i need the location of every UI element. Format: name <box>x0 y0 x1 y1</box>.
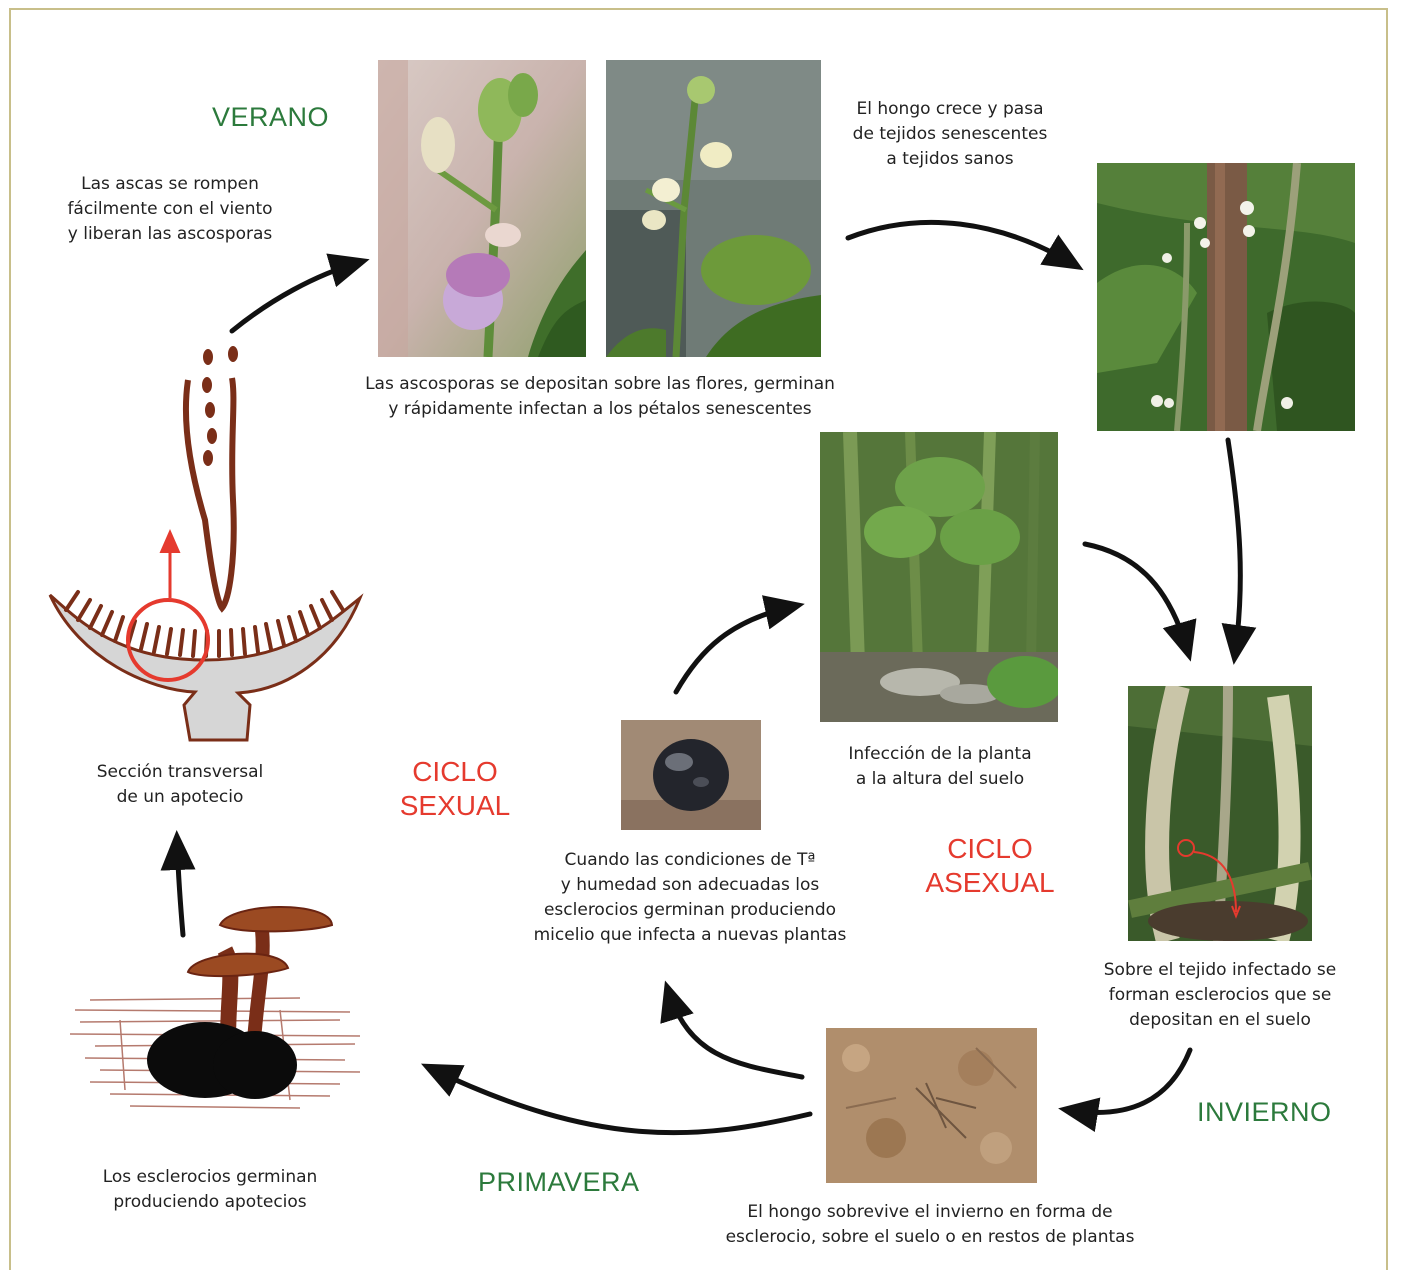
season-spring: PRIMAVERA <box>478 1167 640 1198</box>
caption-sclerotia-germinate-mycelium: Cuando las condiciones de Tª y humedad s… <box>510 848 870 948</box>
caption-overwinter: El hongo sobrevive el invierno en forma … <box>670 1200 1190 1250</box>
cycle-sexual: CICLO SEXUAL <box>390 755 520 823</box>
arrow-sclerotium-to-plant <box>676 606 795 692</box>
caption-sclerotia-apothecia: Los esclerocios germinan produciendo apo… <box>80 1165 340 1215</box>
arrow-pods-to-soil <box>1068 1050 1190 1113</box>
arrow-soil-to-sclerotium <box>668 990 802 1077</box>
season-summer: VERANO <box>212 102 329 133</box>
caption-ascospores-flowers: Las ascosporas se depositan sobre las fl… <box>320 372 880 422</box>
arrow-soil-to-apothecia <box>430 1068 810 1133</box>
caption-sclerotia-form: Sobre el tejido infectado se forman escl… <box>1075 958 1365 1033</box>
arrow-flowers-to-stem <box>848 222 1075 265</box>
apothecium-section-illustration <box>50 535 360 740</box>
arrow-plant-to-pods <box>1085 544 1188 652</box>
caption-apothecium-section: Sección transversal de un apotecio <box>70 760 290 810</box>
arrow-apothecia-to-section <box>177 840 183 935</box>
season-winter: INVIERNO <box>1197 1097 1332 1128</box>
arrow-spores-to-flowers <box>232 262 360 331</box>
caption-plant-infection: Infección de la planta a la altura del s… <box>820 742 1060 792</box>
caption-fungus-grows: El hongo crece y pasa de tejidos senesce… <box>830 97 1070 172</box>
sclerotia-apothecia-illustration <box>70 907 360 1108</box>
ascus-illustration <box>186 346 238 608</box>
caption-asci-rupture: Las ascas se rompen fácilmente con el vi… <box>40 172 300 247</box>
arrow-stem-to-pods <box>1228 440 1240 655</box>
cycle-asexual: CICLO ASEXUAL <box>920 832 1060 900</box>
